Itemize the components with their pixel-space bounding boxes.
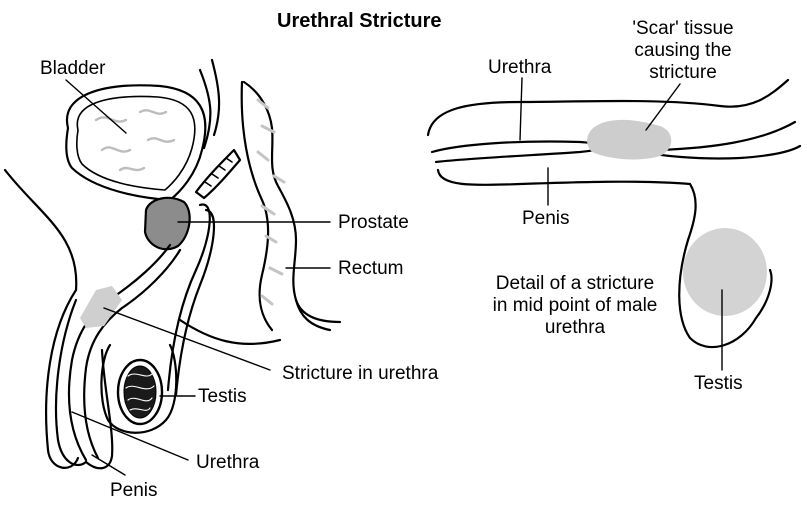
scrotum [100, 343, 178, 434]
label-urethra-right: Urethra [488, 57, 552, 78]
label-prostate: Prostate [338, 212, 409, 233]
penis-shaft [54, 298, 88, 467]
urethra-channel-2 [83, 248, 182, 460]
thigh-outline [45, 288, 80, 469]
label-testis-right: Testis [694, 373, 743, 394]
label-penis-right: Penis [522, 208, 570, 229]
right-detail [426, 77, 802, 371]
penis-glans [84, 348, 114, 470]
label-scar-tissue: 'Scar' tissue causing the stricture [632, 18, 734, 83]
ureter [198, 68, 212, 150]
rectum [240, 80, 332, 332]
label-penis-left: Penis [110, 480, 158, 501]
label-stricture-in-urethra: Stricture in urethra [282, 363, 439, 384]
perineum-line [178, 318, 282, 346]
urethra-channel [67, 243, 172, 462]
leader-lines [65, 79, 331, 476]
penis-outer-bottom [436, 168, 697, 242]
diagram-title: Urethral Stricture [277, 10, 442, 32]
prostate [143, 196, 191, 251]
label-detail-description: Detail of a stricture in mid point of ma… [492, 273, 658, 338]
ureter-2 [210, 58, 221, 137]
label-rectum: Rectum [338, 258, 404, 279]
seminal-vesicle [194, 148, 242, 200]
scar-tissue-shading [587, 119, 672, 160]
scrotum-detail [678, 238, 773, 349]
stricture-shading [80, 286, 122, 328]
detail-leader-lines [519, 77, 723, 371]
label-bladder: Bladder [40, 58, 106, 79]
body-outline [3, 168, 78, 292]
testis-detail [683, 228, 767, 316]
label-testis-left: Testis [198, 386, 247, 407]
bladder [65, 84, 207, 202]
left-anatomy [3, 58, 342, 476]
label-urethra-left: Urethra [196, 452, 260, 473]
testis-left [116, 358, 164, 426]
buttock-line [294, 298, 342, 324]
penis-outer-top [426, 78, 790, 137]
